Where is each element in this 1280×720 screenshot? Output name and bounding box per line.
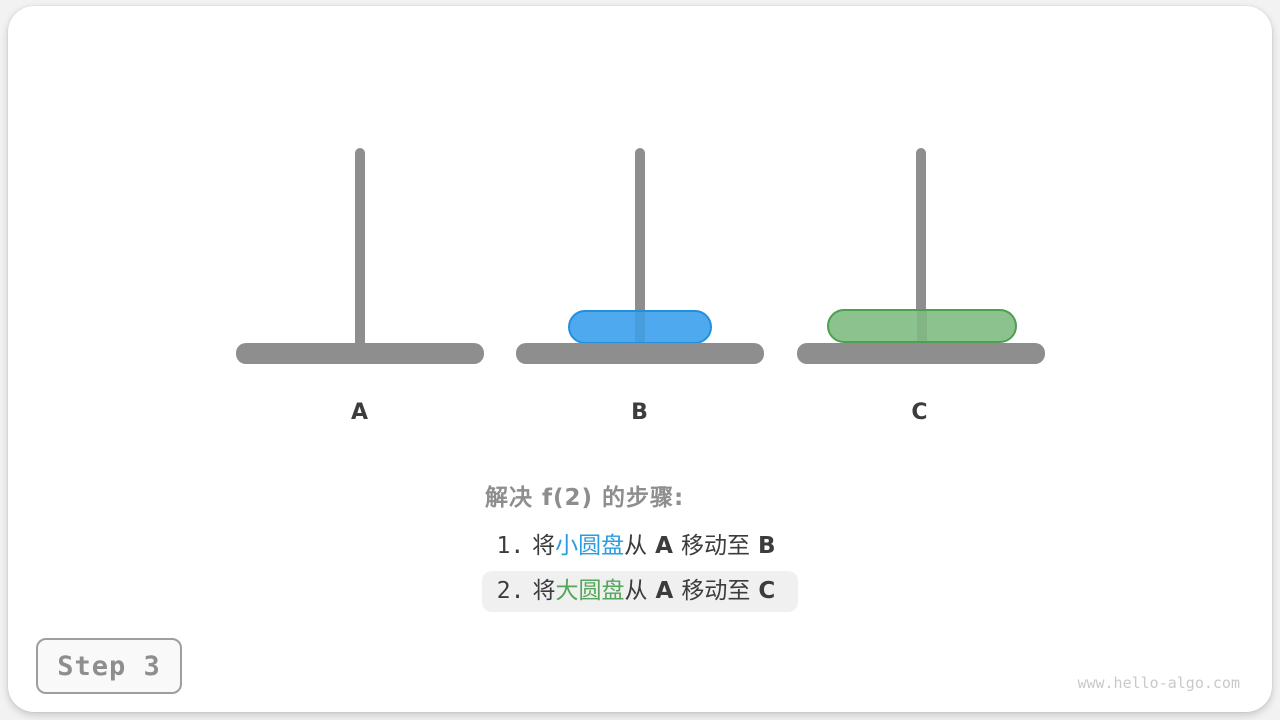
- step-1-verb: 移动至: [680, 533, 750, 559]
- peg-a-base: [236, 343, 484, 364]
- steps-title: 解决 f(2) 的步骤:: [485, 485, 685, 511]
- step-2-verb: 移动至: [681, 578, 751, 604]
- peg-b-label: B: [631, 400, 649, 425]
- step-2-from-peg: A: [655, 578, 674, 604]
- step-2-to-peg: C: [758, 578, 776, 604]
- step-1-mid: 从: [624, 533, 648, 559]
- peg-c-base: [797, 343, 1045, 364]
- peg-b-pole: [635, 148, 645, 356]
- peg-b-base: [516, 343, 764, 364]
- step-1-to-peg: B: [757, 533, 776, 559]
- peg-c-label: C: [911, 400, 929, 425]
- step-2-number: 2.: [496, 578, 525, 604]
- step-1-disk-word: 小圆盘: [555, 533, 625, 559]
- step-2-pre: 将: [532, 578, 556, 604]
- step-badge: Step 3: [36, 638, 182, 694]
- step-1-from-peg: A: [655, 533, 673, 559]
- watermark: www.hello-algo.com: [1077, 674, 1240, 692]
- step-1-number: 1.: [496, 533, 525, 559]
- small-disk: [568, 310, 712, 344]
- step-2-mid: 从: [624, 578, 648, 604]
- step-2-disk-word: 大圆盘: [555, 578, 625, 604]
- step-1-pre: 将: [532, 533, 556, 559]
- peg-a-label: A: [350, 400, 370, 425]
- peg-c-pole: [916, 148, 926, 356]
- peg-a-pole: [355, 148, 365, 356]
- large-disk: [827, 309, 1017, 343]
